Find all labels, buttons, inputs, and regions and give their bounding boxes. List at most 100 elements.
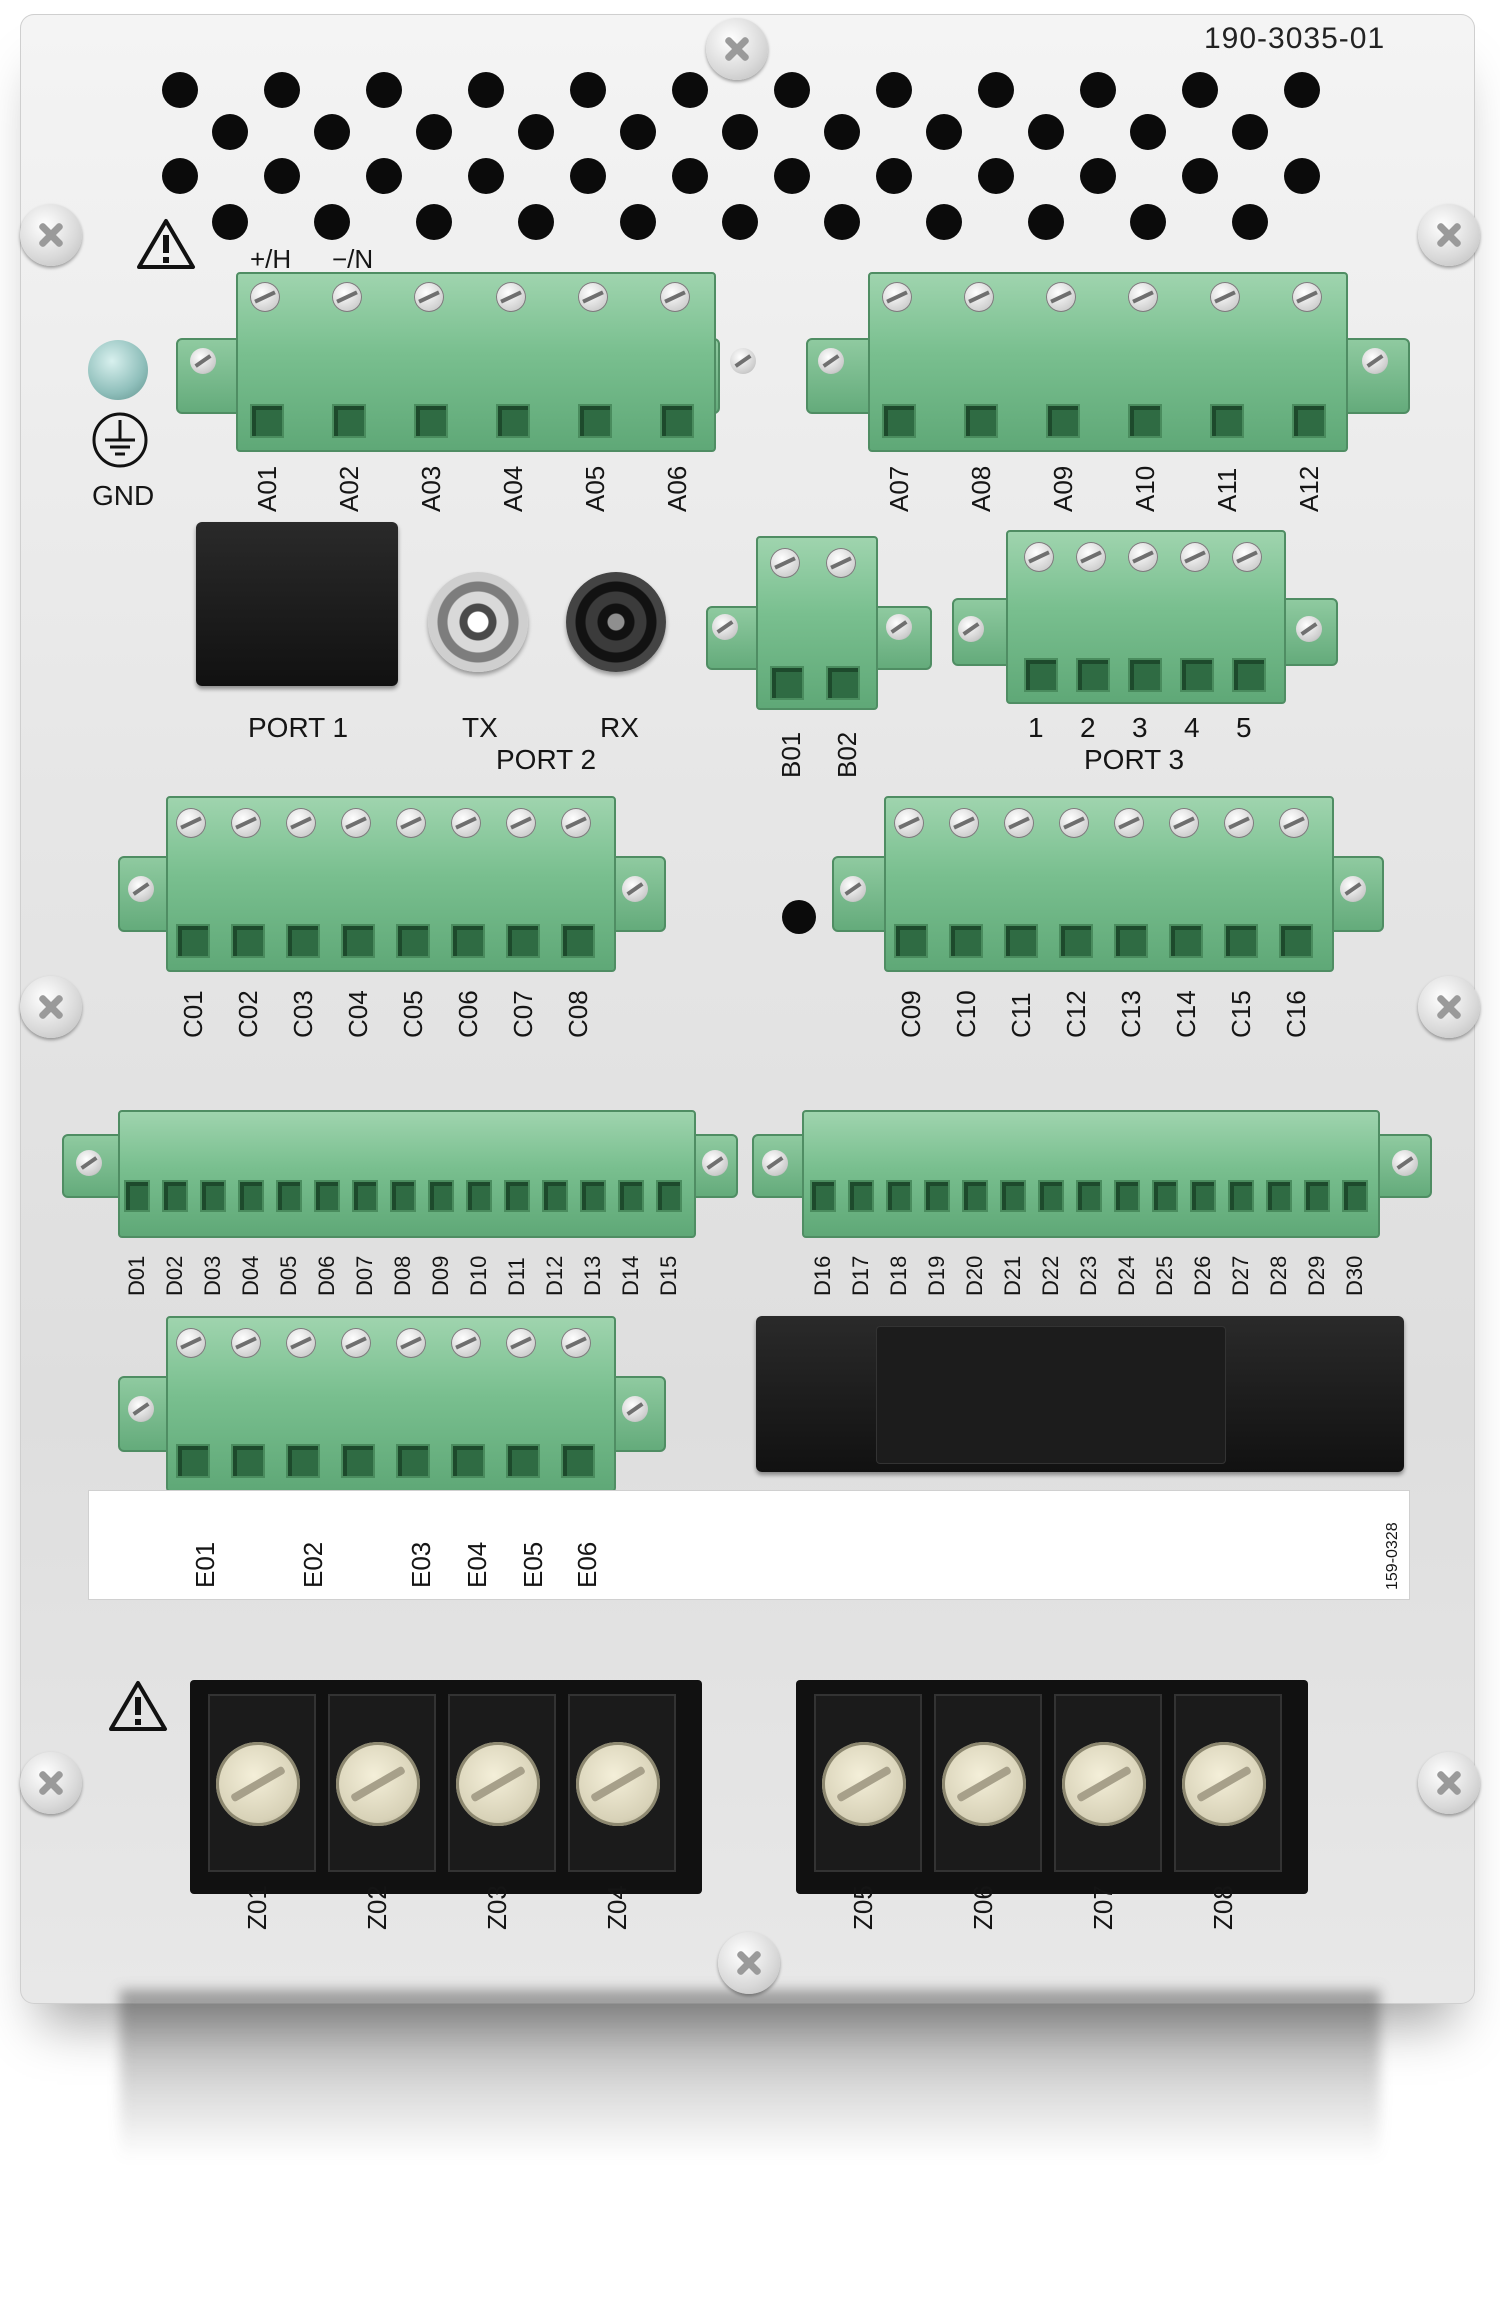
terminal-screw-icon (1004, 808, 1034, 838)
terminal-label: E06 (572, 1541, 602, 1588)
terminal-screw-icon (561, 808, 591, 838)
terminal-label: C09 (896, 990, 926, 1038)
rx-fiber-connector[interactable] (566, 572, 666, 672)
wire-entry-slot (496, 404, 530, 438)
vent-hole-icon (876, 158, 912, 194)
port1-cover[interactable] (196, 522, 398, 686)
vent-hole-icon (1182, 72, 1218, 108)
terminal-screw-icon (396, 1328, 426, 1358)
wire-entry-slot (200, 1180, 226, 1212)
terminal-screw-icon (949, 808, 979, 838)
terminal-screw-icon (451, 808, 481, 838)
terminal-label: Z08 (1208, 1885, 1238, 1930)
barrier-screw-icon[interactable] (576, 1742, 660, 1826)
vent-hole-icon (314, 114, 350, 150)
mounting-screw-icon (1418, 1752, 1480, 1814)
vent-hole-icon (518, 204, 554, 240)
mounting-screw-icon (20, 976, 82, 1038)
vent-hole-icon (1130, 204, 1166, 240)
wire-entry-slot (578, 404, 612, 438)
flange-screw-icon (730, 348, 756, 374)
vent-hole-icon (1130, 114, 1166, 150)
wire-entry-slot (618, 1180, 644, 1212)
port3-pin-label: 1 (1028, 712, 1044, 743)
terminal-label: A08 (966, 465, 996, 512)
terminal-label: D24 (1114, 1255, 1139, 1296)
barrier-screw-icon[interactable] (336, 1742, 420, 1826)
barrier-screw-icon[interactable] (1182, 1742, 1266, 1826)
wire-entry-slot (332, 404, 366, 438)
terminal-label: C15 (1226, 990, 1256, 1038)
rx-label: RX (600, 712, 639, 743)
terminal-block-a-left[interactable] (236, 272, 716, 452)
terminal-block-d-left[interactable] (118, 1110, 696, 1238)
port1-label: PORT 1 (248, 712, 349, 743)
wire-entry-slot (886, 1180, 912, 1212)
wire-entry-slot (1190, 1180, 1216, 1212)
mounting-screw-icon (706, 18, 768, 80)
mounting-screw-icon (1418, 976, 1480, 1038)
tx-fiber-connector[interactable] (428, 572, 528, 672)
barrier-screw-icon[interactable] (1062, 1742, 1146, 1826)
port3-pin-label: 2 (1080, 712, 1096, 743)
wire-entry-slot (1128, 404, 1162, 438)
barrier-screw-icon[interactable] (942, 1742, 1026, 1826)
terminal-label: A01 (252, 465, 282, 512)
terminal-block-a-right[interactable] (868, 272, 1348, 452)
vent-hole-icon (1232, 204, 1268, 240)
terminal-label: E04 (462, 1541, 492, 1588)
vent-hole-icon (824, 114, 860, 150)
terminal-label: D12 (542, 1255, 567, 1296)
wire-entry-slot (1038, 1180, 1064, 1212)
wire-entry-slot (1114, 1180, 1140, 1212)
wire-entry-slot (882, 404, 916, 438)
vent-hole-icon (570, 158, 606, 194)
wire-entry-slot (506, 1444, 540, 1478)
terminal-screw-icon (231, 1328, 261, 1358)
plus-h-label: +/H (250, 244, 292, 274)
terminal-label: D20 (962, 1255, 987, 1296)
wire-entry-slot (580, 1180, 606, 1212)
terminal-label: D15 (656, 1255, 681, 1296)
terminal-label: E03 (406, 1541, 436, 1588)
terminal-label: B01 (776, 731, 806, 778)
terminal-screw-icon (1128, 282, 1158, 312)
terminal-screw-icon (1279, 808, 1309, 838)
vent-hole-icon (926, 204, 962, 240)
terminal-screw-icon (506, 808, 536, 838)
terminal-label: A09 (1048, 465, 1078, 512)
wire-entry-slot (1059, 924, 1093, 958)
wire-entry-slot (826, 666, 860, 700)
barrier-screw-icon[interactable] (822, 1742, 906, 1826)
wire-entry-slot (1076, 1180, 1102, 1212)
wire-entry-slot (660, 404, 694, 438)
barrier-screw-icon[interactable] (216, 1742, 300, 1826)
wire-entry-slot (504, 1180, 530, 1212)
terminal-screw-icon (964, 282, 994, 312)
vent-hole-icon (314, 204, 350, 240)
wire-entry-slot (1279, 924, 1313, 958)
ground-icon (92, 412, 148, 468)
terminal-screw-icon (1114, 808, 1144, 838)
port3-pin-label: 3 (1132, 712, 1148, 743)
terminal-screw-icon (882, 282, 912, 312)
flange-screw-icon (128, 1396, 154, 1422)
terminal-block-d-right[interactable] (802, 1110, 1380, 1238)
mounting-screw-icon (20, 204, 82, 266)
terminal-label: D01 (124, 1255, 149, 1296)
flange-screw-icon (622, 876, 648, 902)
terminal-label: C16 (1281, 990, 1311, 1038)
terminal-screw-icon (286, 808, 316, 838)
vent-hole-icon (162, 72, 198, 108)
mounting-screw-icon (718, 1932, 780, 1994)
part-number: 190-3035-01 (1204, 22, 1386, 55)
terminal-label: C06 (453, 990, 483, 1038)
terminal-label: A06 (662, 465, 692, 512)
terminal-screw-icon (1224, 808, 1254, 838)
vent-hole-icon (212, 114, 248, 150)
terminal-label: D04 (238, 1255, 263, 1296)
terminal-screw-icon (332, 282, 362, 312)
vent-hole-icon (468, 158, 504, 194)
terminal-screw-icon (451, 1328, 481, 1358)
barrier-screw-icon[interactable] (456, 1742, 540, 1826)
